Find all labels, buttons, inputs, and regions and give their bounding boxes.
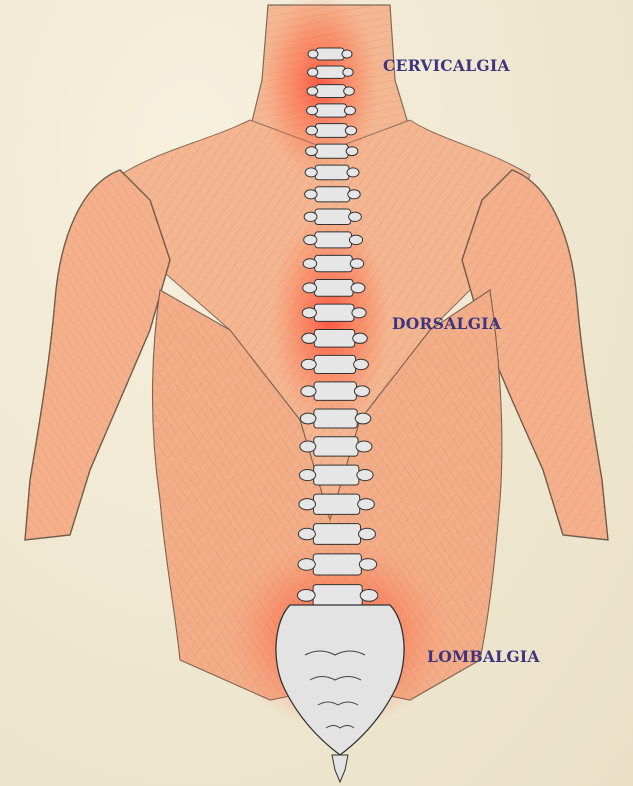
sacrum-bone <box>276 605 404 755</box>
label-lombalgia: LOMBALGIA <box>427 647 540 666</box>
vertebra <box>308 48 352 60</box>
vertebra <box>308 66 354 78</box>
coccyx-bone <box>332 755 348 782</box>
label-cervicalgia: CERVICALGIA <box>383 56 510 75</box>
label-dorsalgia: DORSALGIA <box>392 314 501 333</box>
